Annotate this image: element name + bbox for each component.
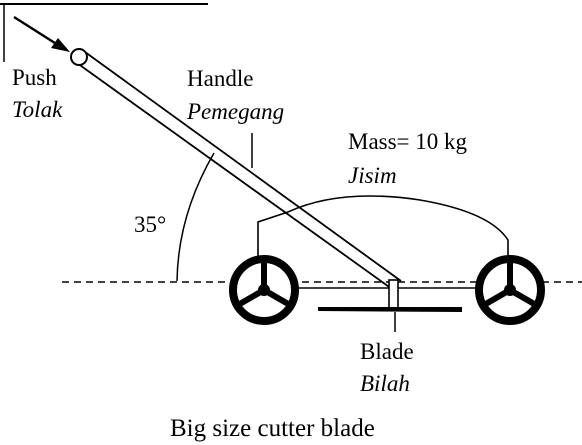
push-label-alt: Tolak [12,97,63,122]
blade-plate [318,307,462,312]
left-wheel [229,255,299,325]
handle-label: Handle [187,66,253,91]
mass-label: Mass= 10 kg [348,129,468,154]
blade-label: Blade [360,339,414,364]
handle-grip-knob [70,48,88,66]
right-wheel [475,255,545,325]
handle-edge-upper [84,51,402,282]
push-arrow-shaft [13,15,59,47]
blade-label-alt: Bilah [360,371,410,396]
mower-body [257,195,509,268]
diagram-caption: Big size cutter blade [170,415,375,442]
blade-shaft [388,279,399,309]
push-arrow-head [51,38,70,52]
handle-label-alt: Pemegang [186,99,284,124]
push-label: Push [12,65,57,90]
handle-edge-lower [76,62,393,290]
mass-label-alt: Jisim [348,163,397,188]
angle-arc [176,152,215,282]
angle-label: 35° [134,212,166,237]
